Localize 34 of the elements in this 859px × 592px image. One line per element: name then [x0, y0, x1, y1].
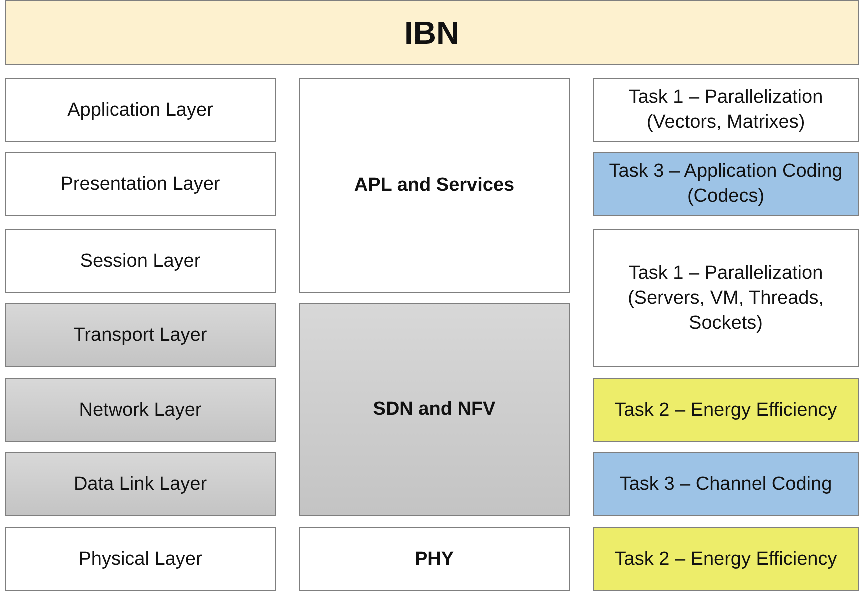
- box-label: Network Layer: [78, 398, 203, 422]
- box-label: PHY: [414, 548, 456, 572]
- layer-box: [5, 78, 276, 142]
- box-label: Task 3 – Channel Coding: [618, 472, 834, 496]
- box-label: Application Layer: [66, 98, 214, 122]
- task-box: [593, 78, 859, 142]
- box-label: APL and Services: [353, 174, 516, 198]
- box-label: Session Layer: [79, 250, 202, 274]
- task-box: [593, 152, 859, 216]
- layer-box: [5, 452, 276, 516]
- layer-box: [5, 152, 276, 216]
- title: IBN: [403, 14, 461, 52]
- group-box: [299, 78, 570, 293]
- group-box: [299, 303, 570, 516]
- task-box: [593, 452, 859, 516]
- box-label: Task 2 – Energy Efficiency: [614, 398, 838, 422]
- box-label: Task 3 – Application Coding (Codecs): [608, 160, 844, 209]
- box-label: Data Link Layer: [72, 472, 208, 496]
- layer-box: [5, 229, 276, 293]
- task-box: [593, 378, 859, 442]
- layer-box: [5, 303, 276, 367]
- task-box: [593, 527, 859, 591]
- box-label: SDN and NFV: [372, 398, 497, 422]
- layer-box: [5, 527, 276, 591]
- group-box: [299, 527, 570, 591]
- box-label: Task 1 – Parallelization (Servers, VM, Threads, Sockets): [626, 262, 826, 336]
- task-box: [593, 229, 859, 367]
- title-banner: [5, 0, 859, 65]
- box-label: Transport Layer: [72, 324, 208, 348]
- box-label: Task 1 – Parallelization (Vectors, Matrixes): [628, 86, 824, 135]
- box-label: Physical Layer: [78, 548, 204, 572]
- box-label: Task 2 – Energy Efficiency: [614, 548, 838, 572]
- layer-box: [5, 378, 276, 442]
- box-label: Presentation Layer: [60, 172, 222, 196]
